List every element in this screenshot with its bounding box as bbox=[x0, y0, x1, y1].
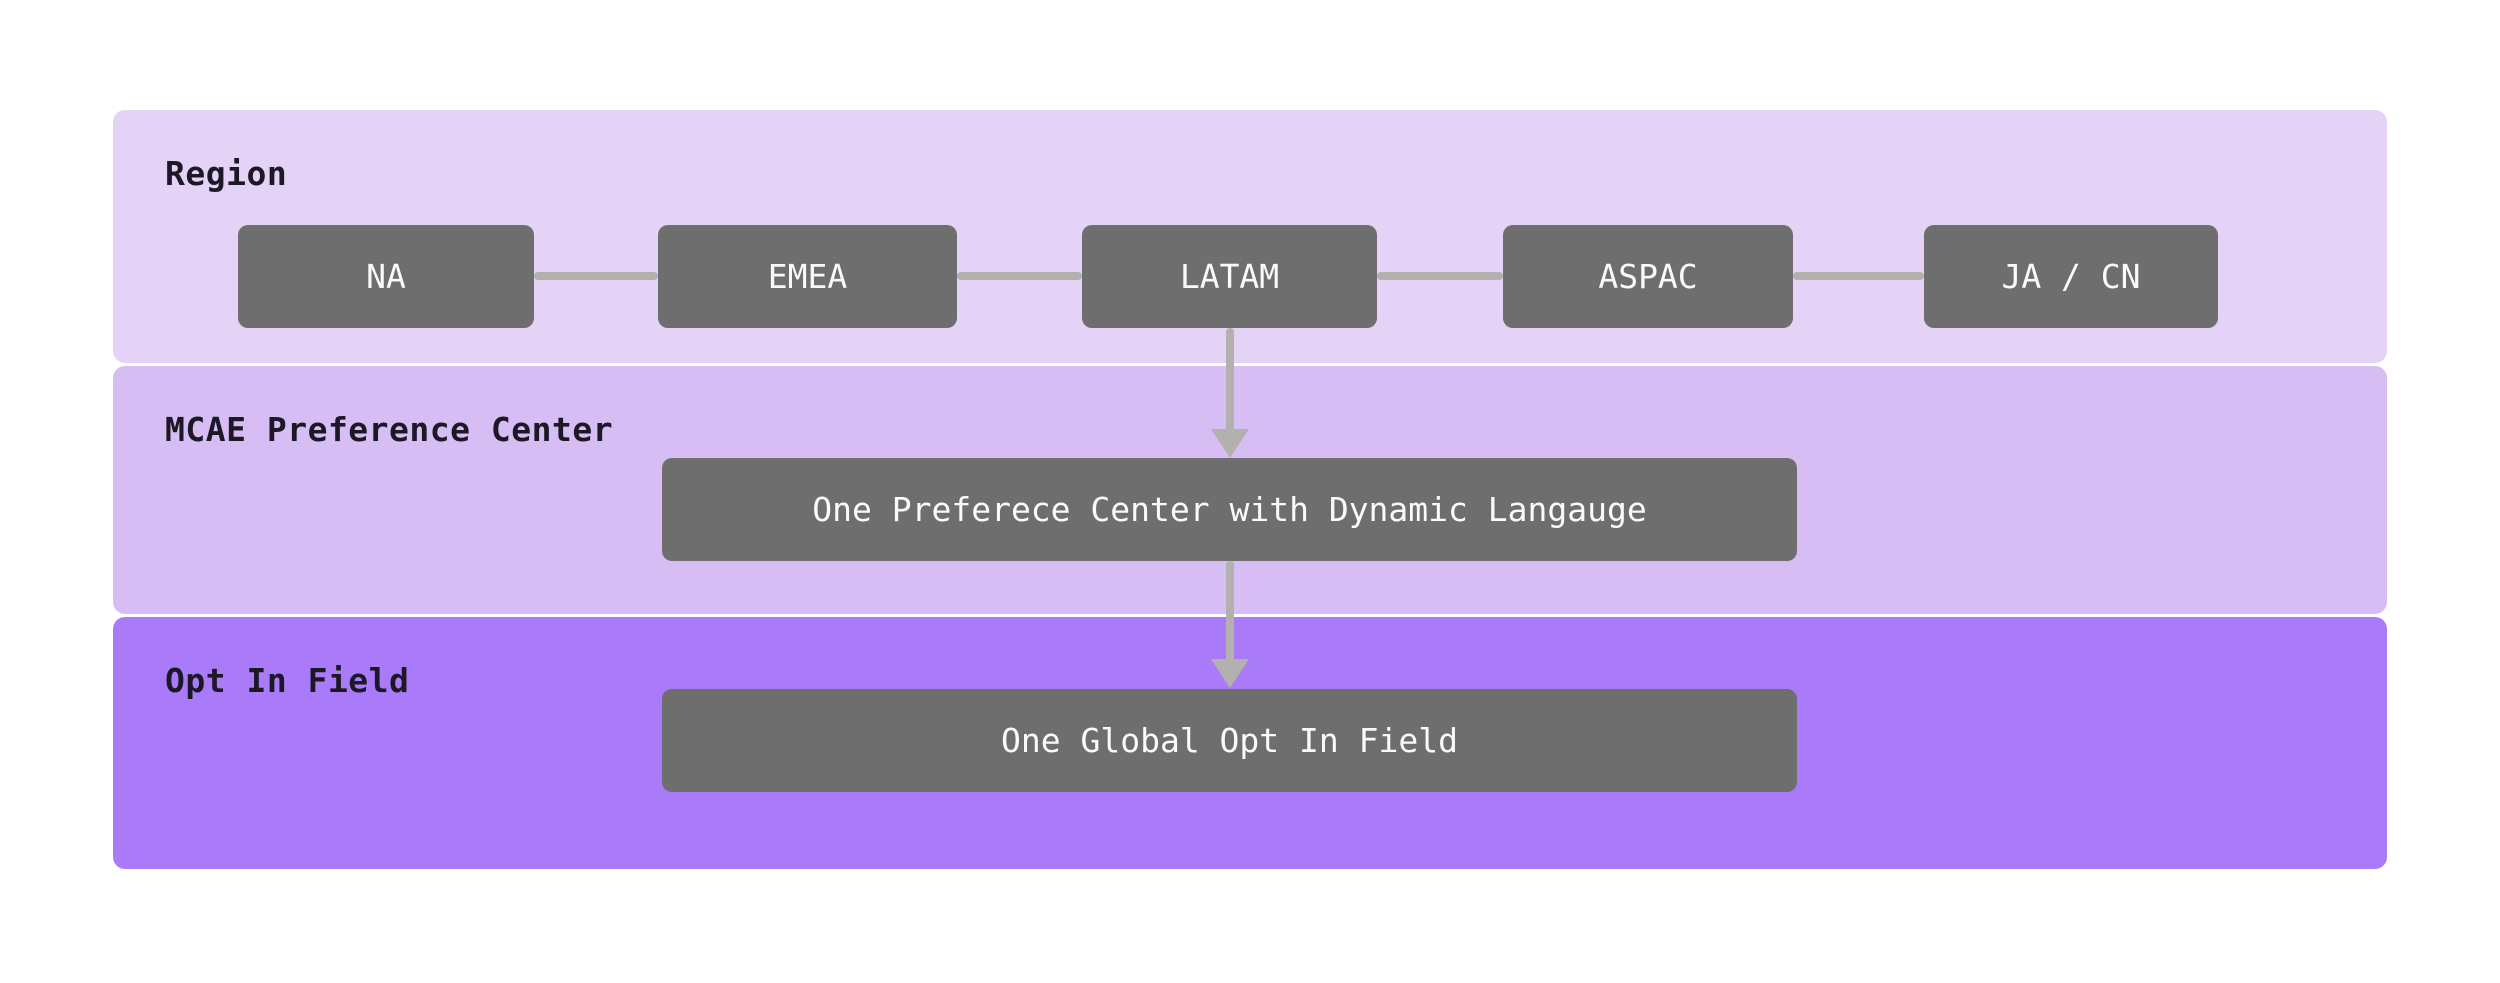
arrow-latam-to-preference-line bbox=[1226, 328, 1234, 432]
lane-mcae-preference-center-label: MCAE Preference Center bbox=[165, 410, 614, 449]
connector-latam-aspac bbox=[1377, 272, 1503, 280]
region-node-latam: LATAM bbox=[1082, 225, 1377, 328]
region-node-na: NA bbox=[238, 225, 534, 328]
arrow-preference-to-optin-line bbox=[1226, 561, 1234, 663]
lane-opt-in-field-label: Opt In Field bbox=[165, 661, 410, 700]
arrow-preference-to-optin-head-icon bbox=[1211, 659, 1249, 688]
arrow-latam-to-preference-head-icon bbox=[1211, 429, 1249, 458]
lane-mcae-preference-center: MCAE Preference Center bbox=[113, 366, 2387, 614]
lane-region-label: Region bbox=[165, 154, 288, 193]
region-node-aspac: ASPAC bbox=[1503, 225, 1793, 328]
global-opt-in-node: One Global Opt In Field bbox=[662, 689, 1797, 792]
preference-center-node: One Preferece Center with Dynamic Langau… bbox=[662, 458, 1797, 561]
connector-na-emea bbox=[534, 272, 658, 280]
region-node-emea: EMEA bbox=[658, 225, 957, 328]
connector-aspac-jacn bbox=[1793, 272, 1924, 280]
region-node-ja-cn: JA / CN bbox=[1924, 225, 2218, 328]
connector-emea-latam bbox=[957, 272, 1082, 280]
